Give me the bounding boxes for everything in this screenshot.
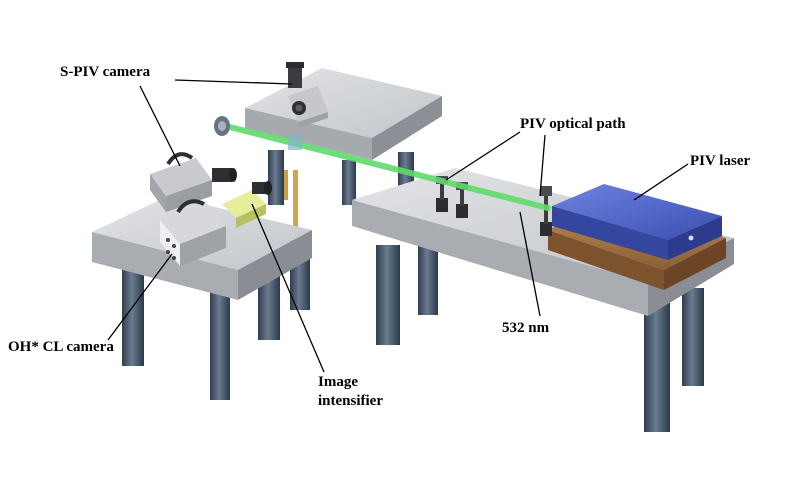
label-wavelength: 532 nm <box>502 320 550 336</box>
label-image-intensifier: Image intensifier <box>318 373 383 411</box>
label-image-intensifier-line2: intensifier <box>318 393 383 409</box>
table-leg <box>376 245 400 345</box>
label-oh-cl-camera: OH* CL camera <box>8 339 114 355</box>
leader-532 <box>519 211 541 317</box>
spiv-camera-top <box>286 62 328 128</box>
oh-cl-camera <box>160 199 226 266</box>
laser-beam <box>223 123 551 211</box>
table-side-front <box>92 232 238 300</box>
label-piv-laser: PIV laser <box>690 153 751 169</box>
laser-head <box>552 184 722 240</box>
table-side-right <box>372 96 442 160</box>
test-section <box>288 134 302 150</box>
leader-laser <box>633 163 689 201</box>
leader-spiv-left <box>139 85 181 167</box>
spiv-camera-left <box>150 152 237 212</box>
table-side-front <box>352 200 648 316</box>
leader-optical-b <box>539 134 546 197</box>
label-piv-optical-path: PIV optical path <box>520 116 626 132</box>
table-leg <box>268 150 284 205</box>
table-side-right <box>238 230 312 300</box>
image-intensifier <box>222 181 272 228</box>
table-leg <box>210 280 230 400</box>
support-post <box>284 170 288 200</box>
table-leg <box>122 268 144 366</box>
label-image-intensifier-line1: Image <box>318 374 358 390</box>
table-leg <box>644 300 670 432</box>
table-side-front <box>245 108 372 160</box>
leader-optical-a <box>445 131 521 181</box>
table-leg <box>682 288 704 386</box>
leader-spiv-top <box>174 79 293 85</box>
table-leg <box>342 160 356 205</box>
leader-ohcl <box>107 253 173 341</box>
label-spiv-camera: S-PIV camera <box>60 64 151 80</box>
piv-laser <box>548 184 726 290</box>
leader-intensifier <box>251 203 325 373</box>
leader-lines <box>107 79 689 373</box>
